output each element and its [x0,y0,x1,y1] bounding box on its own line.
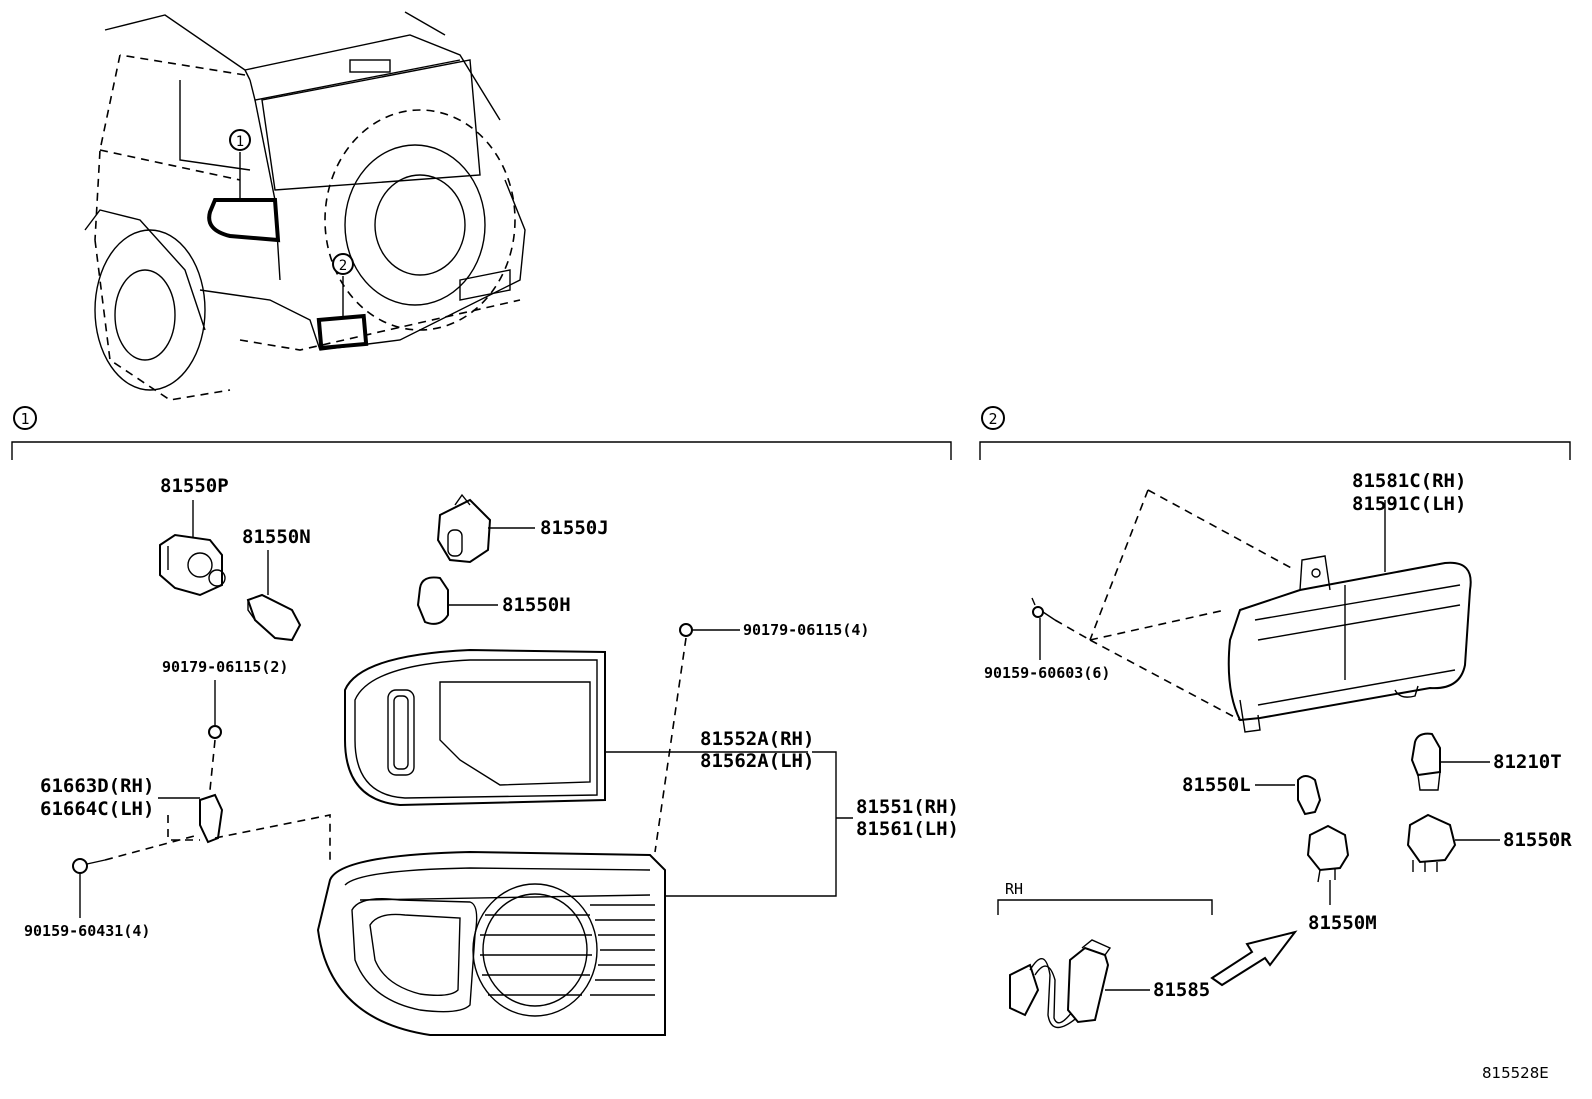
tail-light-highlight [207,198,281,243]
label-81551: 81551(RH) [856,796,959,818]
lamp-81581C [1054,489,1472,733]
bulb-81550H [416,576,498,625]
socket-81550J [436,493,535,564]
label-81562A: 81562A(LH) [700,750,814,772]
nut-90179-4 [654,623,740,853]
vehicle-overview: 1 2 [84,11,526,401]
label-81550L: 81550L [1182,774,1251,796]
section-1-index: 1 [20,410,29,428]
harness-81585 [1009,939,1150,1029]
label-81581C: 81581C(RH) [1352,470,1466,492]
label-61663D: 61663D(RH) [40,775,154,797]
bulb-81210T [1410,732,1490,791]
lamp-81551 [316,850,666,1036]
label-81550N: 81550N [242,526,311,548]
section-1-bracket [11,441,952,460]
label-81550R: 81550R [1503,829,1572,851]
label-90179-06115-4: 90179-06115(4) [743,621,869,639]
section-2-index: 2 [988,410,997,428]
rh-bracket [997,899,1213,915]
label-rh: RH [1005,880,1023,898]
lens-81552A [344,648,808,807]
socket-81550M [1306,824,1350,905]
label-81550H: 81550H [502,594,571,616]
clip-61663D [158,793,331,860]
label-90159-60431: 90159-60431(4) [24,922,150,940]
section-2-bracket [979,441,1571,460]
label-90179-06115-2: 90179-06115(2) [162,658,288,676]
label-81550M: 81550M [1308,912,1377,934]
label-81585: 81585 [1153,979,1210,1001]
screw-90159-60603 [1031,597,1056,660]
arrow-icon [1210,930,1298,987]
label-81550P: 81550P [160,475,229,497]
label-81552A: 81552A(RH) [700,728,814,750]
assembly-bracket [665,751,837,897]
socket-81550P [159,500,226,597]
label-90159-60603: 90159-60603(6) [984,664,1110,682]
socket-81550R [1406,813,1500,872]
bulb-81550L [1255,775,1322,816]
label-81550J: 81550J [540,517,609,539]
overview-marker-2: 2 [339,258,347,274]
bulb-81550N [246,550,302,642]
label-81210T: 81210T [1493,751,1562,773]
reflector-highlight [316,313,369,351]
overview-marker-1: 1 [236,134,244,150]
label-81591C: 81591C(LH) [1352,493,1466,515]
diagram-id: 815528E [1482,1064,1549,1082]
section-1: 1 81550P 81550N 81550J [11,406,959,1036]
label-81561: 81561(LH) [856,818,959,840]
bolt-90159-60431 [72,834,199,918]
section-2: 2 81581C(RH) 81591C(LH) 9 [979,406,1572,1029]
label-61664C: 61664C(LH) [40,798,154,820]
